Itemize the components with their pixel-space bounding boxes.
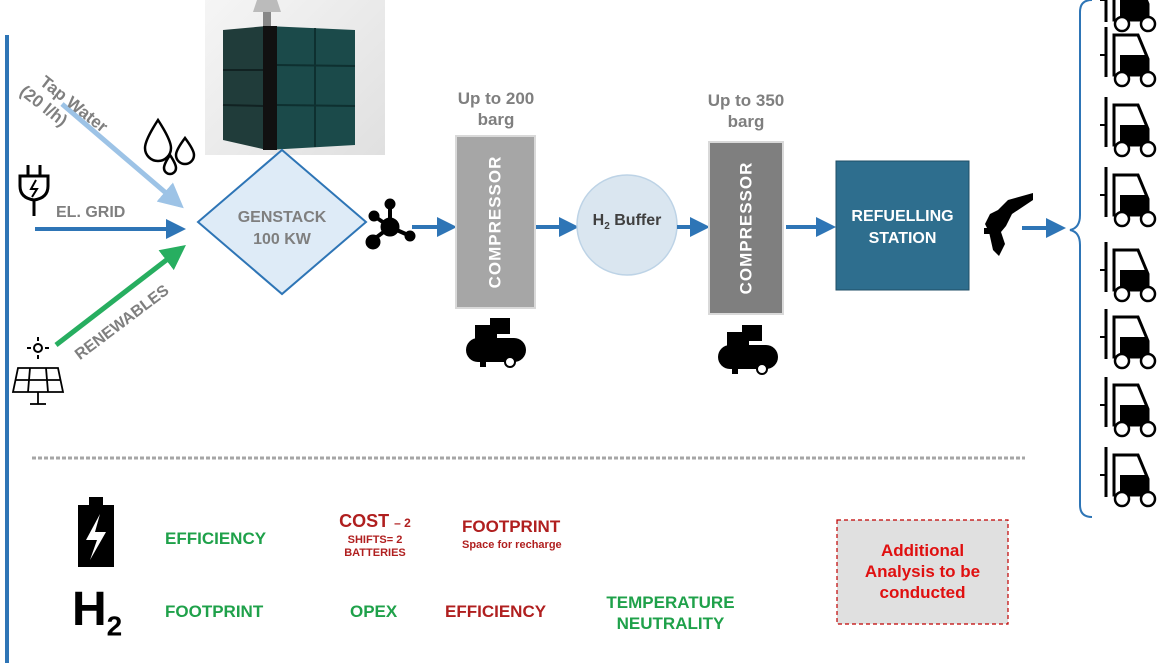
h2-opex: OPEX — [350, 602, 398, 621]
solar-panel-icon — [11, 367, 65, 405]
compressor-1-label: COMPRESSOR — [485, 155, 505, 289]
station-label: REFUELLING STATION — [836, 206, 969, 250]
genstack-line1: GENSTACK — [237, 209, 327, 226]
genstack-diamond — [196, 148, 368, 296]
h2-efficiency: EFFICIENCY — [445, 602, 547, 621]
battery-cost-suffix: – 2 — [394, 516, 411, 530]
genstack-image — [205, 0, 385, 155]
h2-buffer-label: H2 Buffer — [577, 212, 677, 232]
forklift-icon — [1100, 0, 1157, 33]
station-line2: STATION — [868, 230, 937, 247]
renewables-arrow — [54, 244, 186, 347]
genstack-line2: 100 KW — [253, 231, 311, 248]
forklift-icon — [1100, 27, 1157, 88]
battery-cost: COST — [339, 511, 390, 531]
fuel-nozzle-icon — [984, 193, 1033, 256]
genstack-label: GENSTACK 100 KW — [222, 207, 342, 251]
battery-footprint-note: Space for recharge — [462, 539, 562, 551]
water-drops-icon — [143, 117, 196, 176]
battery-icon — [78, 497, 114, 567]
sun-icon — [27, 337, 49, 359]
molecule-icon — [365, 198, 416, 250]
plug-icon — [18, 165, 50, 216]
forklift-icon — [1100, 167, 1157, 228]
compressor-2-label-wrap: COMPRESSOR — [709, 142, 783, 314]
left-border-bar — [5, 35, 9, 663]
station-line1: REFUELLING — [851, 208, 954, 225]
stage2-pressure-line2: barg — [727, 112, 765, 131]
analysis-line2: Analysis to be — [864, 562, 981, 581]
compressor-2-label: COMPRESSOR — [736, 161, 756, 295]
buffer-h: H — [592, 212, 605, 229]
water-arrow — [60, 102, 184, 209]
battery-footprint: FOOTPRINT — [462, 517, 561, 536]
grid-label: EL. GRID — [56, 204, 126, 221]
buffer-sub: 2 — [604, 221, 610, 233]
h2-letter: H — [72, 583, 107, 636]
analysis-box — [836, 519, 1009, 625]
h2-symbol: H2 — [72, 585, 122, 652]
analysis-line1: Additional — [880, 541, 965, 560]
air-compressor-icon — [718, 325, 778, 375]
h2-temperature-line2: NEUTRALITY — [616, 614, 725, 633]
stage1-pressure: Up to 200 barg — [436, 88, 556, 130]
analysis-text: Additional Analysis to be conducted — [837, 540, 1008, 603]
battery-efficiency: EFFICIENCY — [165, 529, 267, 548]
battery-cost-note1: SHIFTS= 2 — [347, 534, 403, 546]
brace-icon — [1069, 0, 1093, 518]
forklift-icon — [1100, 447, 1157, 508]
compressor-1-label-wrap: COMPRESSOR — [456, 136, 535, 308]
battery-cost-note2: BATTERIES — [344, 547, 406, 559]
refuelling-station-box — [835, 160, 970, 291]
battery-footprint-block: FOOTPRINT Space for recharge — [462, 518, 562, 554]
compressor-1-box — [455, 135, 536, 309]
h2-temperature-line1: TEMPERATURE — [606, 593, 735, 612]
buffer-text: Buffer — [614, 212, 662, 229]
forklift-icon — [1100, 377, 1157, 438]
analysis-line3: conducted — [879, 583, 966, 602]
air-compressor-icon — [466, 318, 526, 368]
compressor-2-box — [708, 141, 784, 315]
h2-footprint: FOOTPRINT — [165, 602, 264, 621]
forklift-icon — [1100, 309, 1157, 370]
stage1-pressure-line1: Up to 200 — [457, 89, 535, 108]
stage2-pressure-line1: Up to 350 — [707, 91, 785, 110]
stage1-pressure-line2: barg — [477, 110, 515, 129]
stage2-pressure: Up to 350 barg — [686, 90, 806, 132]
h2-sub: 2 — [106, 610, 123, 642]
battery-cost-block: COST – 2 SHIFTS= 2 BATTERIES — [330, 510, 420, 560]
forklift-icon — [1100, 97, 1157, 158]
forklift-icon — [1100, 0, 1157, 508]
forklift-icon — [1100, 242, 1157, 303]
h2-temperature: TEMPERATURE NEUTRALITY — [588, 592, 753, 634]
